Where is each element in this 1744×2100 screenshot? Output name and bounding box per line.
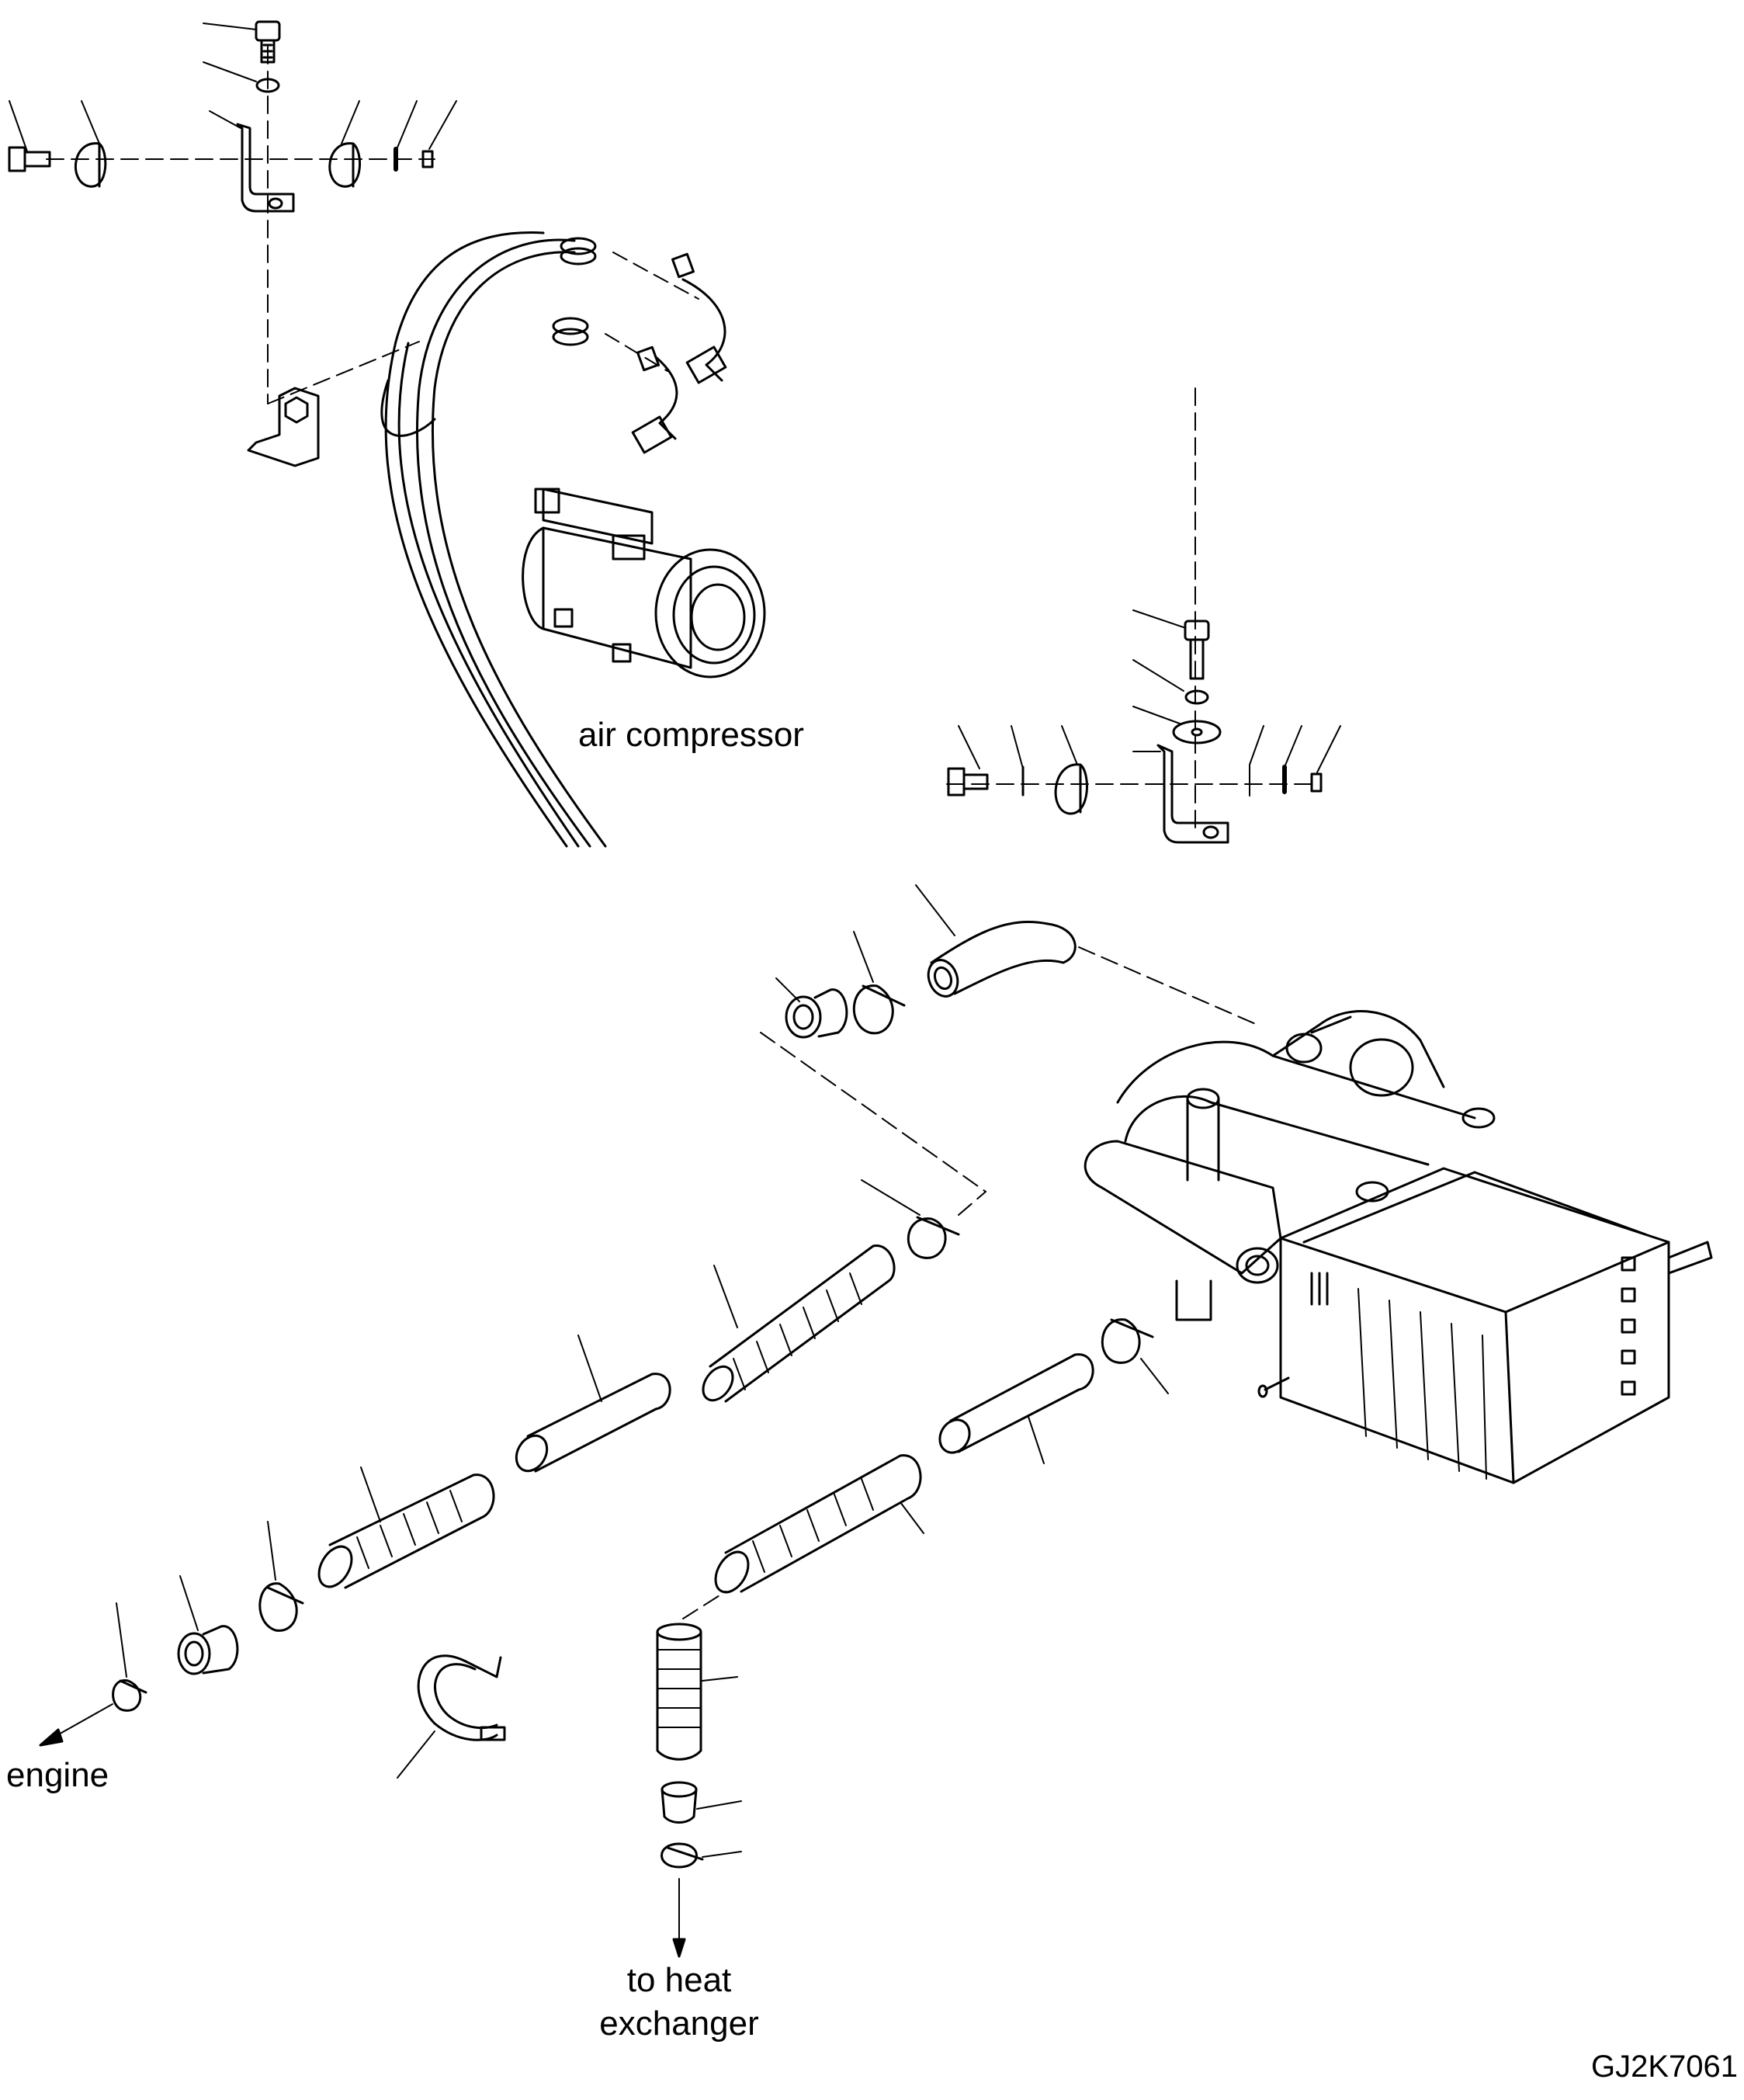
corrugated-hose-icon (656, 1623, 702, 1761)
arrow-engine-icon (39, 1728, 64, 1747)
corrugated-hose-icon (702, 1244, 896, 1403)
hose-clamp-icon (1054, 763, 1088, 815)
mounting-bracket-icon (1156, 744, 1229, 844)
straight-hose-icon (515, 1373, 671, 1473)
bracket-bolt-icon (947, 767, 989, 797)
hose-clamp-icon (1101, 1318, 1154, 1364)
hose-clamp-icon (74, 142, 107, 188)
reducer-icon (661, 1781, 698, 1824)
corrugated-hose-icon (714, 1454, 922, 1594)
bracket-bolt-icon (8, 146, 51, 172)
washer-icon (1172, 720, 1222, 745)
hose-assembly-icon (380, 231, 727, 848)
air-compressor-icon (522, 488, 766, 679)
band-clamp-icon (417, 1654, 506, 1741)
heater-unit-icon (1083, 1010, 1713, 1484)
hose-clamp-icon (907, 1216, 960, 1259)
bracket-bolt-icon (1184, 620, 1210, 680)
washer-icon (1184, 689, 1209, 705)
hose-clamp-icon (112, 1679, 147, 1712)
washer-icon (255, 78, 280, 93)
label-air-compressor: air compressor (578, 716, 804, 754)
reducer-icon (785, 988, 848, 1039)
hose-clamp-icon (852, 984, 906, 1035)
hose-clamp-icon (258, 1582, 304, 1632)
mounting-bracket-icon (236, 123, 295, 213)
straight-hose-icon (938, 1353, 1094, 1454)
hose-clamp-icon (661, 1842, 704, 1869)
bracket-bolt-icon (255, 20, 281, 64)
arrow-heat-exchanger-icon (672, 1938, 686, 1958)
corrugated-hose-icon (317, 1473, 495, 1589)
top-bracket-assembly (8, 20, 457, 467)
hose-clamp-icon (328, 142, 362, 188)
elbow-hose-icon (915, 884, 1258, 1026)
mounting-bracket-icon (247, 387, 320, 467)
reducer-icon (177, 1625, 239, 1675)
label-engine: engine (6, 1756, 109, 1794)
right-bracket-assembly (946, 387, 1341, 844)
drawing-reference: GJ2K7061 (1590, 2050, 1738, 2084)
